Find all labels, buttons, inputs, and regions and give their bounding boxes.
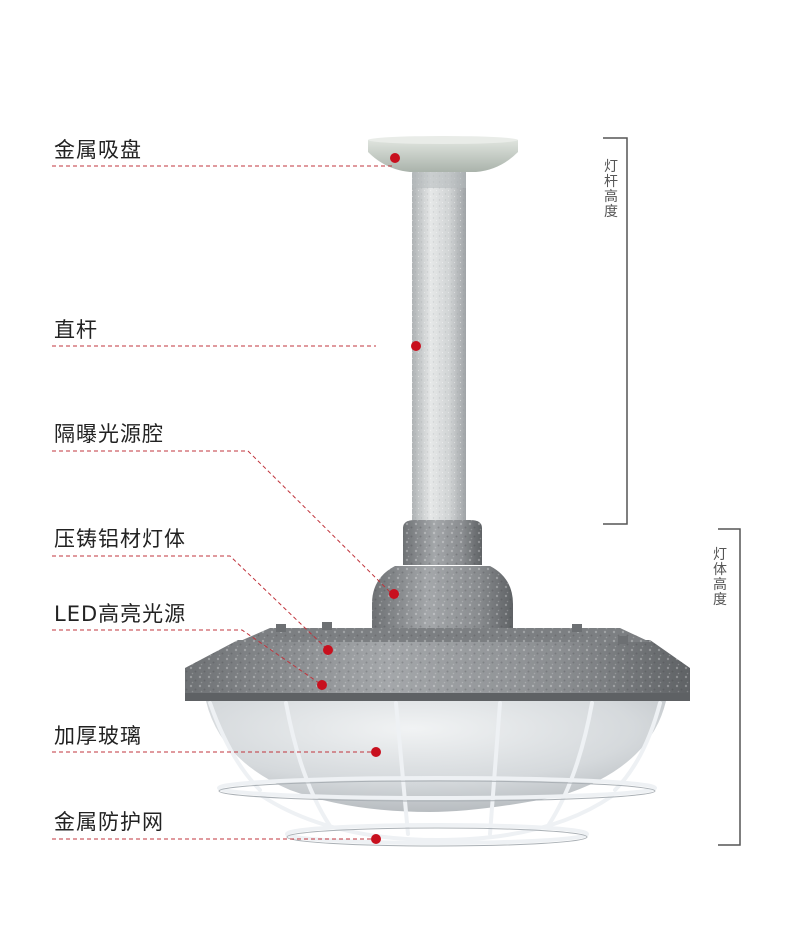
thick-glass-cover	[206, 701, 666, 812]
metal-guard-cage-shadow	[218, 780, 656, 847]
label-isolation-chamber: 隔曝光源腔	[54, 422, 164, 446]
body-height-bracket	[718, 528, 741, 846]
metal-guard-cage	[208, 701, 662, 845]
label-thick-glass: 加厚玻璃	[54, 724, 142, 748]
leader-line-isolation	[52, 450, 393, 595]
die-cast-housing	[185, 622, 690, 701]
metal-mount-plate	[368, 136, 518, 172]
dimension-brackets	[603, 137, 741, 846]
pole-height-label: 灯杆高度	[604, 159, 618, 220]
marker-dot-pole	[411, 341, 421, 351]
isolation-chamber	[372, 520, 513, 628]
straight-pole	[412, 165, 466, 535]
leader-line-body	[52, 555, 329, 651]
pole-height-bracket	[603, 137, 628, 525]
marker-dots	[317, 153, 421, 844]
marker-dot-guard	[371, 834, 381, 844]
body-height-label: 灯体高度	[713, 547, 727, 608]
label-led-light-source: LED高亮光源	[54, 602, 187, 626]
label-metal-guard: 金属防护网	[54, 810, 164, 834]
marker-dot-body	[323, 645, 333, 655]
leader-line-led	[52, 629, 323, 686]
marker-dot-led	[317, 680, 327, 690]
label-metal-mount: 金属吸盘	[54, 138, 142, 162]
marker-dot-mount	[390, 153, 400, 163]
marker-dot-isolation	[389, 589, 399, 599]
label-die-cast-body: 压铸铝材灯体	[54, 527, 186, 551]
marker-dot-glass	[371, 747, 381, 757]
leader-lines	[52, 165, 395, 840]
label-straight-pole: 直杆	[54, 318, 98, 342]
